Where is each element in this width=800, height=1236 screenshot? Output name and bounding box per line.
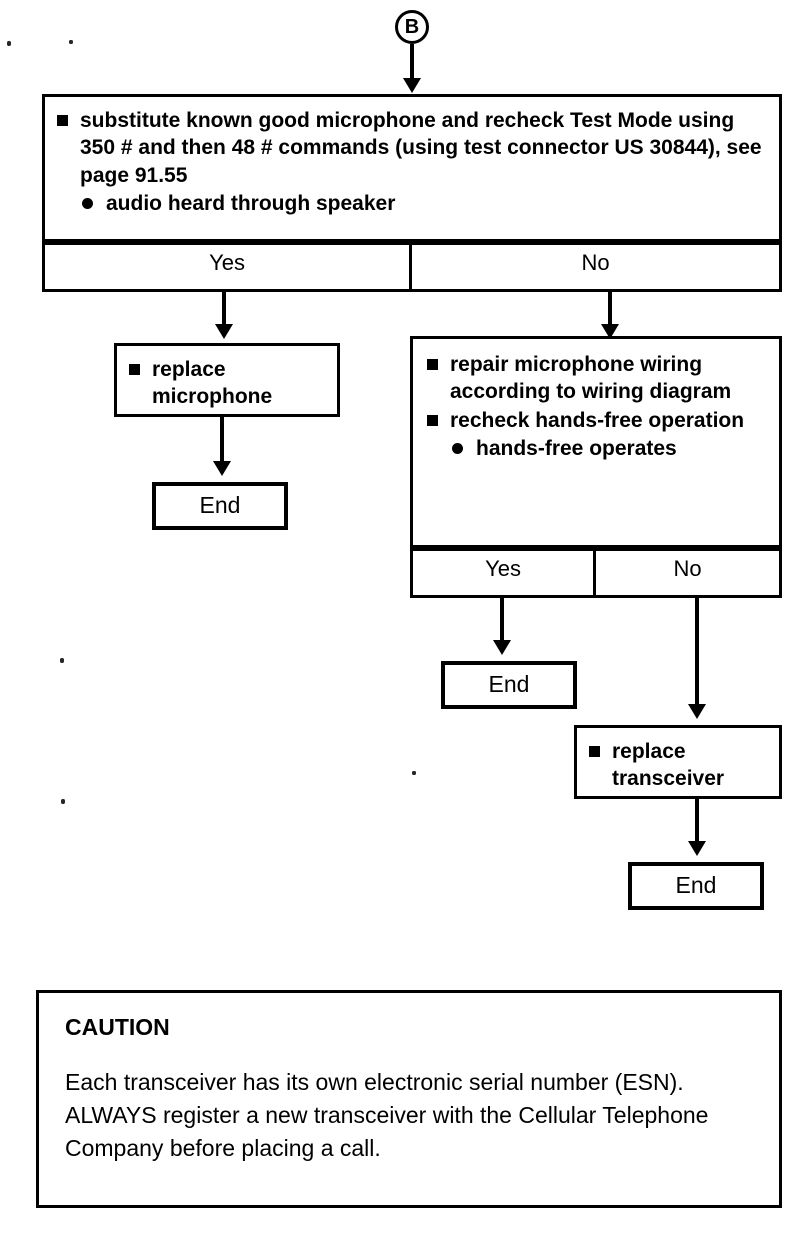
square-bullet-icon bbox=[129, 364, 140, 375]
flow-line bbox=[220, 417, 224, 463]
arrowhead-down bbox=[215, 324, 233, 339]
branch-line-no bbox=[608, 292, 612, 326]
terminal-end-middle: End bbox=[441, 661, 577, 709]
end-label: End bbox=[675, 872, 717, 898]
action-item: substitute known good microphone and rec… bbox=[57, 107, 767, 189]
branch-line-yes bbox=[500, 598, 504, 642]
action-item: recheck hands-free operation bbox=[427, 407, 767, 434]
connector-label: B bbox=[404, 16, 420, 38]
square-bullet-icon bbox=[57, 115, 68, 126]
condition-item: hands-free operates bbox=[452, 435, 767, 462]
decision-yes[interactable]: Yes bbox=[413, 551, 597, 595]
action-text: substitute known good microphone and rec… bbox=[80, 109, 762, 187]
flow-line bbox=[695, 799, 699, 843]
round-bullet-icon bbox=[452, 442, 463, 454]
action-text: replace transceiver bbox=[612, 740, 725, 791]
decision-no[interactable]: No bbox=[581, 250, 610, 275]
square-bullet-icon bbox=[427, 414, 438, 426]
terminal-end-left: End bbox=[152, 482, 288, 530]
condition-item: audio heard through speaker bbox=[82, 190, 767, 217]
step-substitute-microphone: substitute known good microphone and rec… bbox=[42, 94, 782, 242]
step-replace-microphone: replace microphone bbox=[114, 343, 340, 417]
arrowhead-down bbox=[688, 704, 706, 719]
round-bullet-icon bbox=[82, 197, 93, 209]
arrowhead-down bbox=[493, 640, 511, 655]
connector-line bbox=[410, 44, 414, 80]
decision-strip-substitute-microphone: Yes No bbox=[42, 242, 782, 292]
arrowhead-down bbox=[688, 841, 706, 856]
step-body: replace transceiver bbox=[577, 728, 779, 801]
end-label: End bbox=[199, 492, 241, 518]
caution-panel: CAUTION Each transceiver has its own ele… bbox=[36, 990, 782, 1208]
step-body: replace microphone bbox=[117, 346, 337, 419]
scan-speck bbox=[60, 658, 64, 663]
action-text: repair microphone wiring according to wi… bbox=[450, 353, 732, 404]
branch-line-yes bbox=[222, 292, 226, 326]
scan-speck bbox=[7, 41, 11, 46]
step-body: repair microphone wiring according to wi… bbox=[413, 339, 779, 470]
square-bullet-icon bbox=[427, 359, 438, 370]
condition-text: audio heard through speaker bbox=[106, 191, 396, 215]
action-text: recheck hands-free operation bbox=[450, 408, 745, 432]
caution-title: CAUTION bbox=[65, 1014, 170, 1040]
branch-line-no bbox=[695, 598, 699, 706]
step-repair-wiring: repair microphone wiring according to wi… bbox=[410, 336, 782, 548]
action-item: replace microphone bbox=[129, 356, 325, 411]
condition-text: hands-free operates bbox=[476, 436, 677, 460]
scan-speck bbox=[61, 799, 65, 804]
arrowhead-down bbox=[403, 78, 421, 93]
end-label: End bbox=[488, 671, 530, 697]
flowchart-connector-b: B bbox=[395, 10, 429, 44]
step-body: substitute known good microphone and rec… bbox=[45, 97, 779, 225]
decision-yes[interactable]: Yes bbox=[45, 245, 413, 289]
decision-strip-repair-wiring: Yes No bbox=[410, 548, 782, 598]
square-bullet-icon bbox=[589, 746, 600, 757]
terminal-end-right: End bbox=[628, 862, 764, 910]
step-replace-transceiver: replace transceiver bbox=[574, 725, 782, 799]
scan-speck bbox=[412, 771, 416, 775]
decision-no[interactable]: No bbox=[673, 556, 702, 581]
scan-speck bbox=[69, 40, 73, 44]
action-item: replace transceiver bbox=[589, 738, 767, 793]
arrowhead-down bbox=[213, 461, 231, 476]
arrowhead-down bbox=[601, 324, 619, 339]
action-item: repair microphone wiring according to wi… bbox=[427, 351, 767, 406]
action-text: replace microphone bbox=[152, 358, 273, 409]
caution-body: Each transceiver has its own electronic … bbox=[65, 1069, 709, 1161]
